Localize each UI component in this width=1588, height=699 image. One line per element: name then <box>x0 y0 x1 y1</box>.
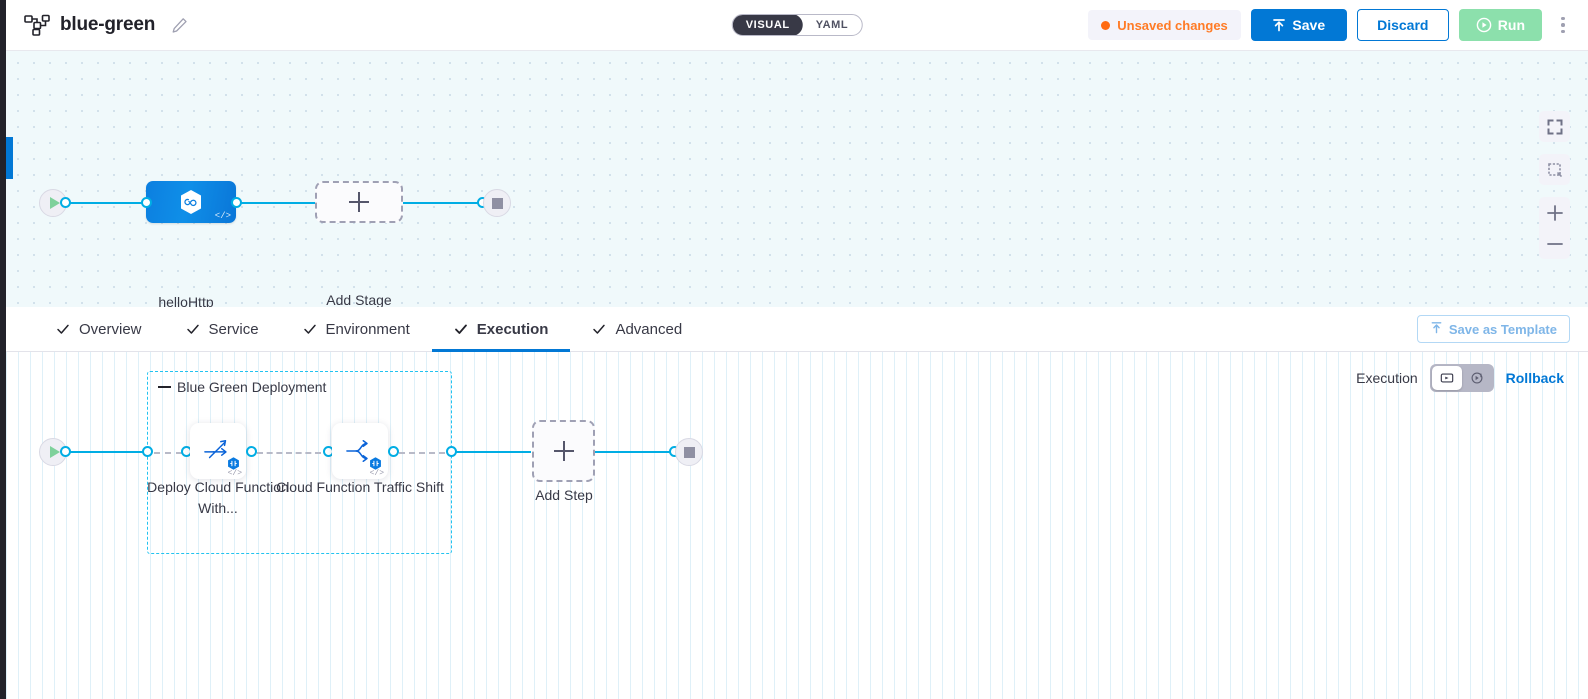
step-end-node[interactable] <box>675 438 703 466</box>
template-upload-icon <box>1430 321 1443 337</box>
step-node-1-label: Deploy Cloud Function With... <box>147 479 289 516</box>
add-stage-button[interactable] <box>315 181 403 223</box>
save-button[interactable]: Save <box>1250 9 1347 41</box>
tab-service-label: Service <box>208 320 259 338</box>
unsaved-changes-badge: Unsaved changes <box>1088 10 1241 40</box>
stage-canvas-controls <box>1539 111 1570 259</box>
tab-environment[interactable]: Environment <box>281 307 432 351</box>
mode-toggle[interactable]: VISUAL YAML <box>731 14 863 36</box>
traffic-shift-icon <box>346 439 368 463</box>
header-actions: Unsaved changes Save Discard <box>1088 9 1574 41</box>
run-button-label: Run <box>1497 17 1525 33</box>
pencil-icon[interactable] <box>171 17 188 34</box>
stage-node-label: helloHttp <box>158 294 214 307</box>
mode-toggle-yaml[interactable]: YAML <box>815 19 849 31</box>
fit-to-screen-icon[interactable] <box>1539 154 1570 185</box>
add-stage-label: Add Stage <box>326 292 392 307</box>
plus-icon <box>553 441 574 461</box>
step-badge-icon <box>226 456 241 471</box>
pipeline-tabs: Overview Service Environment Execution A… <box>6 307 1588 352</box>
fullscreen-icon[interactable] <box>1539 111 1570 142</box>
check-icon <box>56 322 70 336</box>
step-code-marker: </> <box>369 469 384 478</box>
step-node-2-out-port[interactable] <box>388 446 399 457</box>
check-icon <box>454 322 468 336</box>
run-button[interactable]: Run <box>1458 9 1542 41</box>
start-play-icon <box>49 197 60 209</box>
zoom-controls <box>1539 197 1570 259</box>
save-button-label: Save <box>1292 17 1326 33</box>
save-as-template-button[interactable]: Save as Template <box>1416 315 1570 343</box>
kebab-menu-icon[interactable] <box>1552 10 1574 40</box>
unsaved-dot-icon <box>1101 20 1111 30</box>
zoom-in-icon[interactable] <box>1539 197 1570 228</box>
page-title: blue-green <box>60 14 156 35</box>
stage-end-node[interactable] <box>483 189 511 217</box>
rollback-link[interactable]: Rollback <box>1505 370 1564 386</box>
step-node-2-label: Cloud Function Traffic Shift <box>276 479 444 495</box>
step-node-deploy-cloud-function[interactable]: </> <box>190 423 246 479</box>
stage-node-hellohttp[interactable]: </> <box>146 181 236 223</box>
tab-execution-label: Execution <box>476 320 549 338</box>
stage-link-mid <box>240 201 315 204</box>
step-link-to-add <box>455 450 531 453</box>
add-step-button[interactable] <box>532 420 595 482</box>
canvas-left-accent <box>6 137 13 179</box>
harness-hexagon-icon <box>179 189 203 215</box>
tab-advanced[interactable]: Advanced <box>570 307 704 351</box>
stop-square-icon <box>683 446 695 458</box>
check-icon <box>303 322 317 336</box>
pipeline-nodes-icon <box>24 14 50 36</box>
collapse-dash-icon[interactable] <box>158 385 171 389</box>
stage-node-in-port[interactable] <box>141 197 152 208</box>
stage-link-end <box>403 201 483 204</box>
stop-square-icon <box>491 197 503 209</box>
stage-canvas[interactable]: </> helloHttp Add Stage <box>6 51 1588 307</box>
tab-environment-label: Environment <box>325 320 410 338</box>
execution-steps-canvas[interactable]: Execution Rollback <box>6 352 1588 699</box>
tab-advanced-label: Advanced <box>615 320 683 338</box>
upload-arrow-icon <box>1272 18 1286 32</box>
add-step-label: Add Step <box>535 487 593 503</box>
tab-overview[interactable]: Overview <box>34 307 164 351</box>
step-group-blue-green-deployment[interactable]: Blue Green Deployment <box>147 371 452 554</box>
tab-execution[interactable]: Execution <box>431 307 571 352</box>
check-icon <box>186 322 200 336</box>
execution-label: Execution <box>1356 370 1418 386</box>
tab-overview-label: Overview <box>79 320 142 338</box>
step-node-1-out-port[interactable] <box>246 446 257 457</box>
step-code-marker: </> <box>227 469 242 478</box>
step-group-label: Blue Green Deployment <box>177 379 327 395</box>
step-group-title[interactable]: Blue Green Deployment <box>158 379 326 395</box>
execution-view-icon[interactable] <box>1431 366 1462 390</box>
start-play-icon <box>49 446 60 458</box>
execution-mode-bar: Execution Rollback <box>1356 364 1564 392</box>
save-as-template-label: Save as Template <box>1448 321 1557 337</box>
app-header: blue-green VISUAL YAML Unsaved changes <box>6 0 1588 51</box>
stage-code-marker: </> <box>214 211 231 221</box>
execution-rollback-toggle[interactable] <box>1429 364 1494 392</box>
step-link-dashed-2 <box>257 451 321 454</box>
play-circle-icon <box>1476 17 1492 33</box>
deploy-cloud-function-icon <box>204 439 227 459</box>
unsaved-changes-label: Unsaved changes <box>1117 17 1228 33</box>
zoom-out-icon[interactable] <box>1539 228 1570 259</box>
step-badge-icon <box>368 456 383 471</box>
step-group-in-port[interactable] <box>142 446 153 457</box>
mode-toggle-visual[interactable]: VISUAL <box>732 15 803 35</box>
discard-button[interactable]: Discard <box>1356 9 1449 41</box>
header-left: blue-green <box>24 14 188 36</box>
check-icon <box>592 322 606 336</box>
discard-button-label: Discard <box>1377 17 1429 33</box>
rollback-view-icon[interactable] <box>1462 366 1492 390</box>
step-link-dashed-3 <box>399 451 445 454</box>
tab-service[interactable]: Service <box>164 307 281 351</box>
step-link-dashed-1 <box>154 451 182 454</box>
stage-link-start <box>69 201 149 204</box>
step-node-cloud-function-traffic-shift[interactable]: </> <box>332 423 388 479</box>
step-link-start <box>69 450 147 453</box>
plus-icon <box>349 192 369 212</box>
step-link-end <box>595 450 675 453</box>
